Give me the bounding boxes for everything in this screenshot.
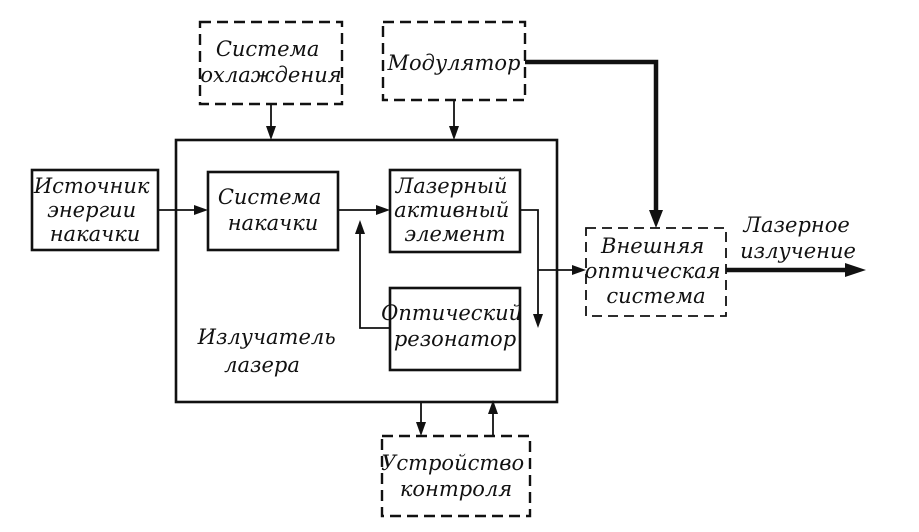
- laser-emitter-label: Излучатель лазера: [197, 325, 343, 377]
- external-optics-label: Внешняя оптическая система: [585, 234, 728, 308]
- modulator-optics-arrowhead: [649, 210, 663, 228]
- active-element-label: Лазерный активный элемент: [394, 174, 516, 246]
- modulator-to-optics-line: [525, 59, 659, 214]
- control-device-box: [380, 434, 532, 518]
- modulator-label: Модулятор: [387, 51, 521, 75]
- pump-source-label: Источник энергии накачки: [33, 174, 156, 246]
- emitter-control-arrowhead: [416, 422, 426, 436]
- resonator-feedback-line: [359, 232, 390, 329]
- optical-resonator-box: [388, 286, 522, 372]
- cooling-system-label: Система охлаждения: [200, 37, 341, 87]
- active-to-resonator-line: [520, 209, 539, 318]
- active-resonator-arrowhead: [533, 314, 543, 328]
- laser-output-arrowhead: [845, 263, 866, 277]
- pump-active-arrowhead: [376, 205, 390, 215]
- modulator-arrowhead: [449, 126, 459, 140]
- optical-resonator-label: Оптический резонатор: [381, 301, 529, 351]
- source-pump-arrowhead: [194, 205, 208, 215]
- laser-emitter-box: [174, 138, 559, 404]
- pump-system-box: [206, 170, 340, 252]
- emitter-optics-arrowhead: [572, 265, 586, 275]
- cooling-arrowhead: [266, 126, 276, 140]
- resonator-feedback-arrowhead: [355, 220, 365, 234]
- control-device-label: Устройство контроля: [381, 451, 531, 501]
- laser-output-label: Лазерное излучение: [740, 213, 856, 263]
- active-element-box: [388, 168, 522, 254]
- pump-system-label: Система накачки: [218, 185, 328, 235]
- control-emitter-arrowhead: [488, 400, 498, 414]
